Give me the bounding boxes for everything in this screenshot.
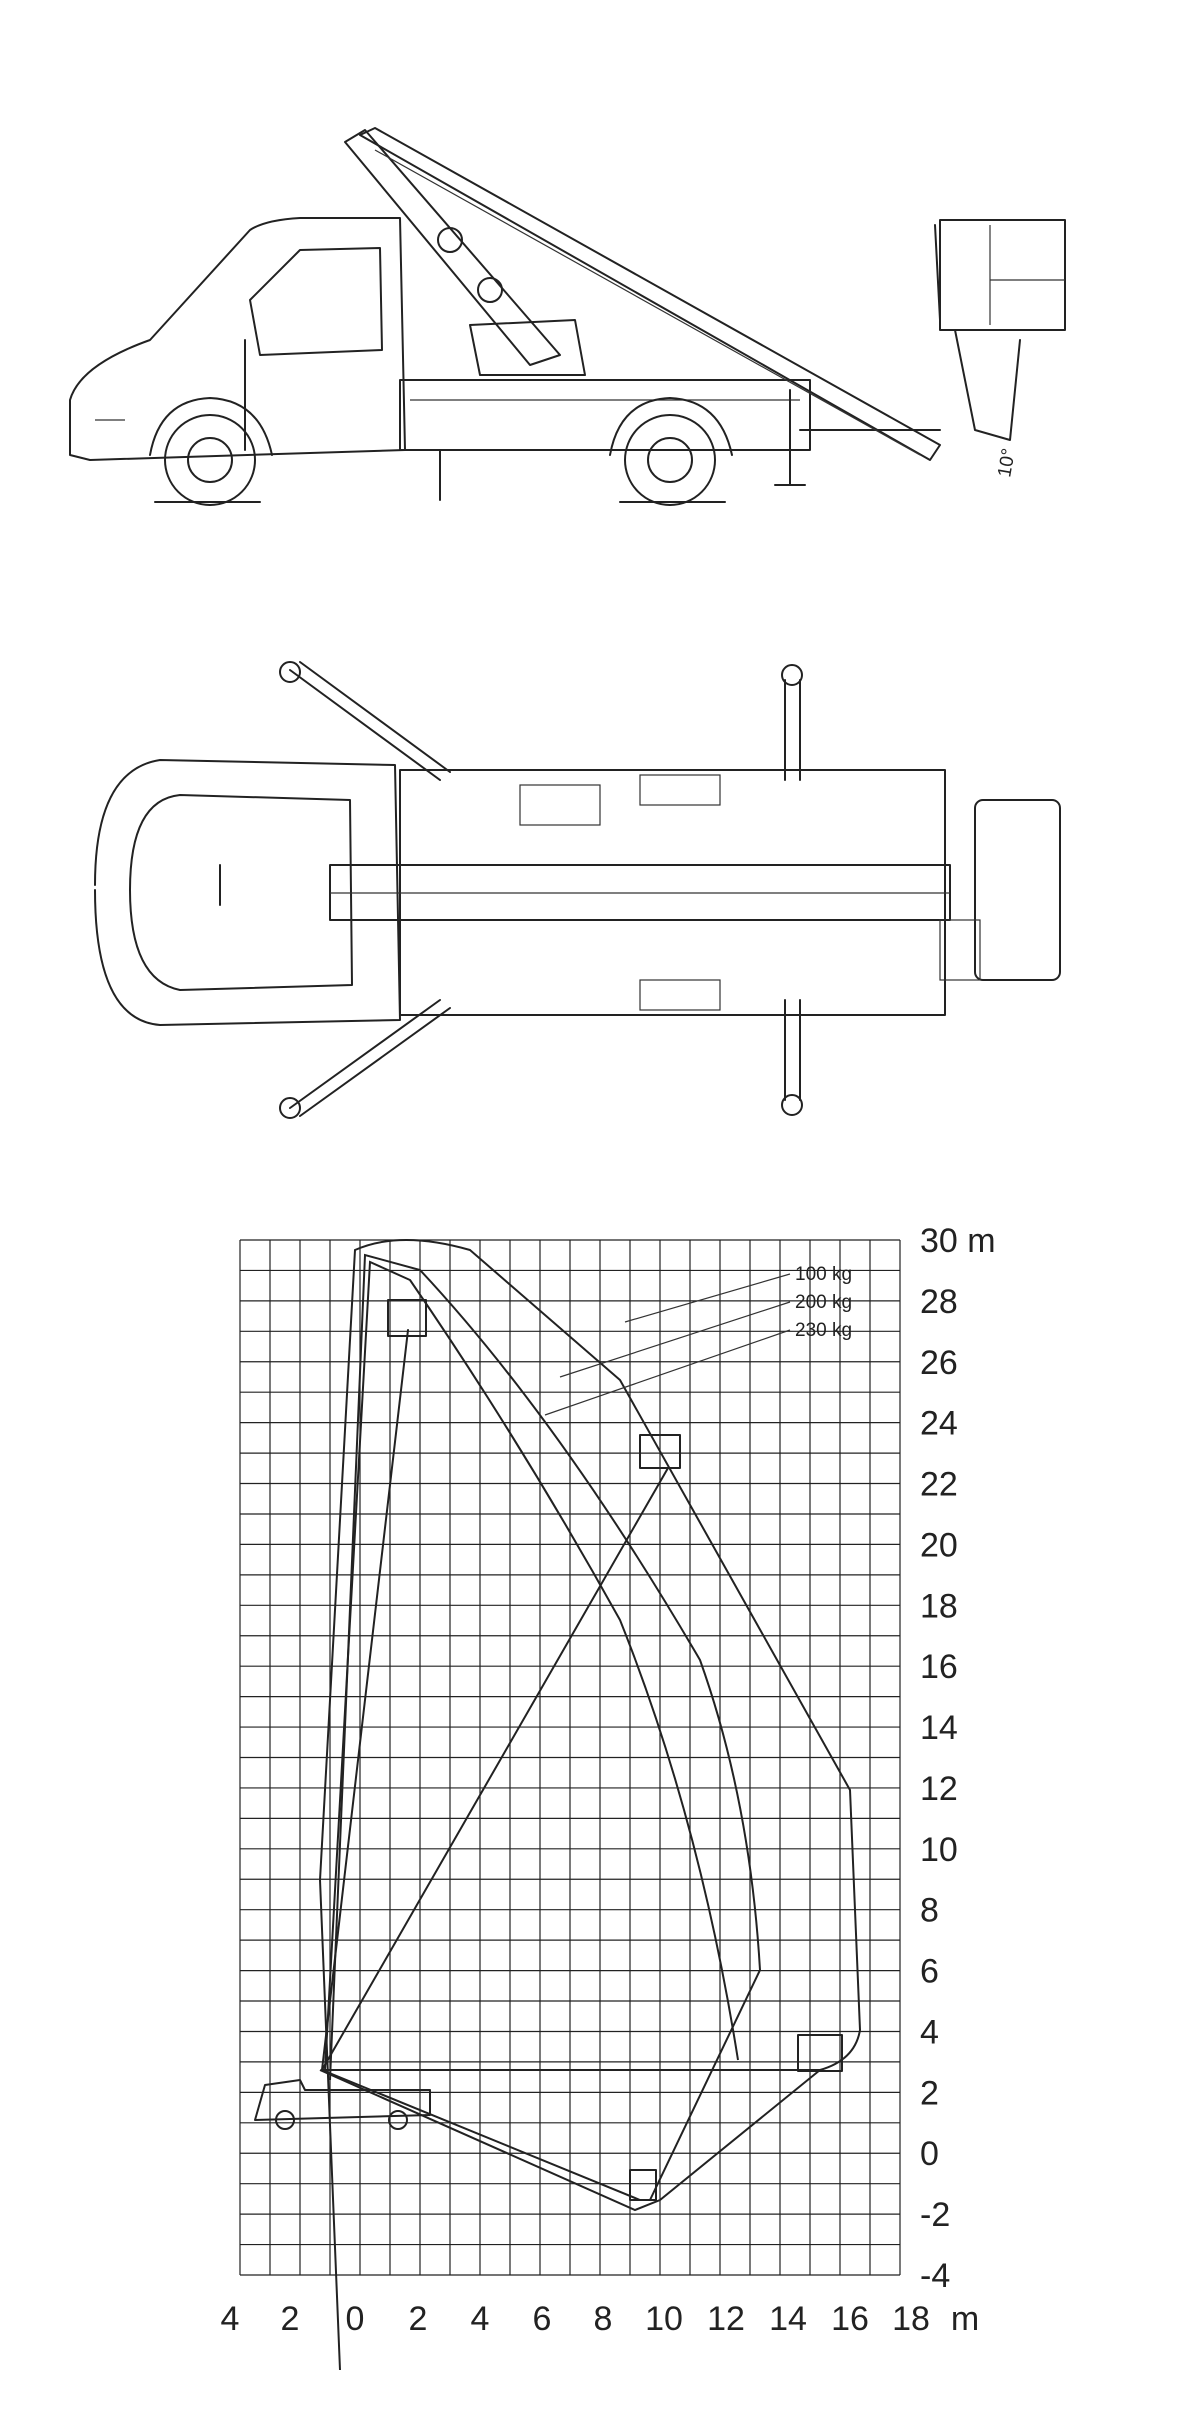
outrigger-front-right <box>289 999 441 1109</box>
basket-down-position <box>629 2169 657 2201</box>
y-tick-label: 4 <box>920 2013 939 2051</box>
leader-230kg <box>544 1329 791 1416</box>
x-tick-label: m <box>951 2300 979 2338</box>
envelope-230kg <box>324 1260 739 2071</box>
x-tick-label: 4 <box>221 2300 240 2338</box>
boom-extended-angled <box>321 1467 669 2071</box>
y-tick-label: 6 <box>920 1953 939 1991</box>
y-tick-label: 20 <box>920 1526 958 1564</box>
load-label-230kg: 230 kg <box>795 1320 852 1341</box>
x-tick-label: 12 <box>707 2300 745 2338</box>
grid <box>239 1239 901 2276</box>
y-tick-label: 8 <box>920 1892 939 1930</box>
leader-200kg <box>559 1301 791 1378</box>
basket-angled-position <box>639 1434 681 1469</box>
y-tick-label: 30 m <box>920 1222 996 1260</box>
y-tick-label: -2 <box>920 2196 950 2234</box>
top-view-drawing <box>94 661 1061 1119</box>
x-tick-label: 10 <box>645 2300 683 2338</box>
y-tick-label: 24 <box>920 1405 958 1443</box>
x-tick-label: 16 <box>831 2300 869 2338</box>
y-tick-label: 12 <box>920 1770 958 1808</box>
envelope-100kg <box>318 1239 862 2371</box>
x-tick-label: 6 <box>533 2300 552 2338</box>
front-wheel <box>164 414 256 506</box>
rear-wheel <box>624 414 716 506</box>
angle-label: 10° <box>994 447 1020 479</box>
load-label-200kg: 200 kg <box>795 1292 852 1313</box>
side-view: 10° <box>0 100 1200 530</box>
basket <box>939 219 1066 331</box>
y-tick-label: 16 <box>920 1648 958 1686</box>
basket-horizontal-position <box>797 2034 843 2072</box>
y-tick-label: 26 <box>920 1344 958 1382</box>
y-tick-label: 0 <box>920 2135 939 2173</box>
boom-extended-down <box>321 2069 641 2201</box>
x-tick-label: 2 <box>409 2300 428 2338</box>
x-tick-label: 0 <box>346 2300 365 2338</box>
x-tick-label: 8 <box>594 2300 613 2338</box>
x-tick-label: 14 <box>769 2300 807 2338</box>
y-tick-label: 2 <box>920 2074 939 2112</box>
side-view-drawing: 10° <box>69 127 1066 506</box>
lower-boom <box>344 129 561 366</box>
cab-outline <box>69 217 406 461</box>
basket-top <box>974 799 1061 981</box>
mini-truck <box>254 2079 431 2121</box>
y-tick-label: -4 <box>920 2257 950 2295</box>
x-tick-label: 4 <box>471 2300 490 2338</box>
y-tick-label: 14 <box>920 1709 958 1747</box>
load-label-100kg: 100 kg <box>795 1264 852 1285</box>
y-tick-label: 18 <box>920 1587 958 1625</box>
top-view <box>0 650 1200 1150</box>
outrigger-front-left <box>289 669 441 781</box>
x-tick-label: 18 <box>892 2300 930 2338</box>
basket-top-position <box>387 1299 427 1337</box>
y-tick-label: 28 <box>920 1283 958 1321</box>
leader-100kg <box>624 1273 791 1323</box>
envelope-200kg <box>329 1253 762 2201</box>
y-tick-label: 10 <box>920 1831 958 1869</box>
cab-top <box>94 759 401 1026</box>
x-tick-label: 2 <box>281 2300 300 2338</box>
upper-boom <box>359 127 941 461</box>
y-tick-label: 22 <box>920 1466 958 1504</box>
boom-extended-vertical <box>321 1329 409 2071</box>
